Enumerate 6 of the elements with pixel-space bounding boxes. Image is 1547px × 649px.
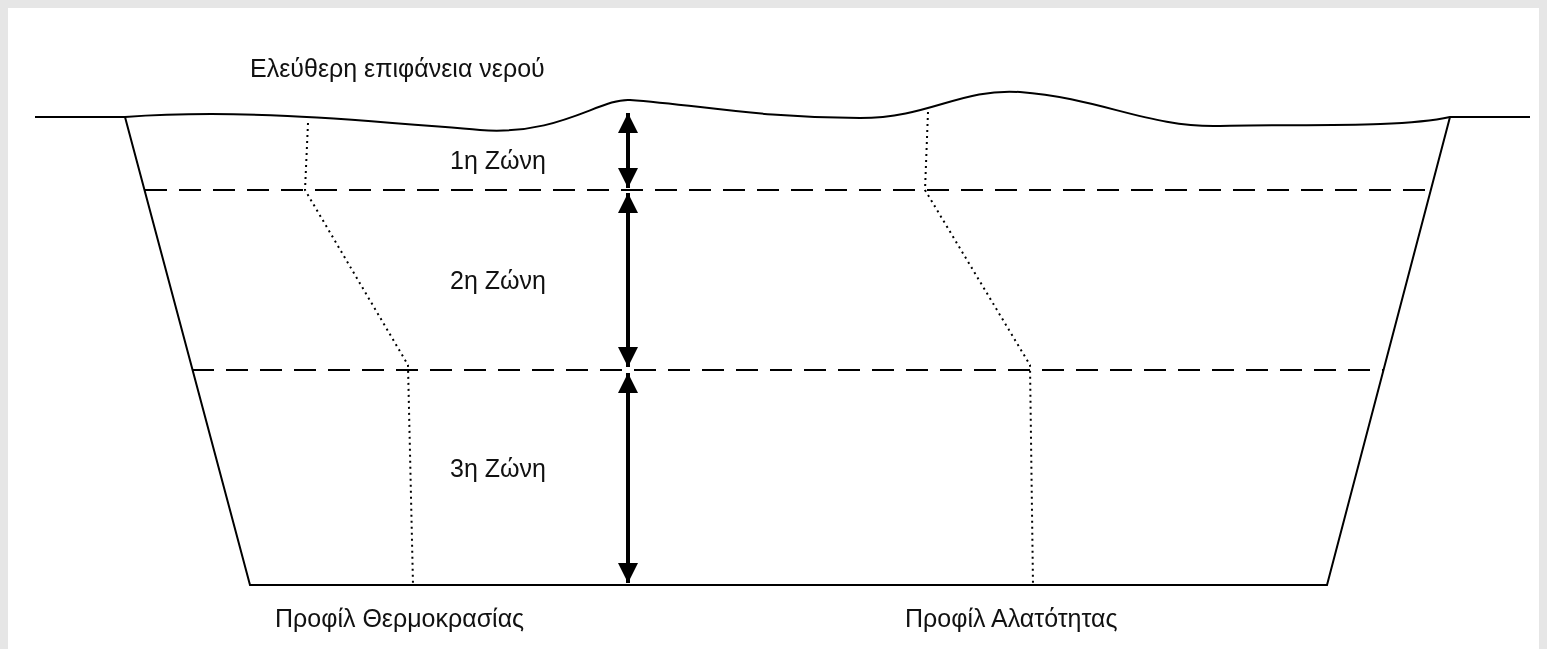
zone-label: 2η Ζώνη — [450, 268, 546, 293]
profile-label: Προφίλ Θερμοκρασίας — [275, 606, 525, 631]
profile-label: Προφίλ Αλατότητας — [905, 606, 1118, 631]
zone-label: 1η Ζώνη — [450, 148, 546, 173]
surface-label: Ελεύθερη επιφάνεια νερού — [250, 56, 545, 81]
zone-label: 3η Ζώνη — [450, 456, 546, 481]
